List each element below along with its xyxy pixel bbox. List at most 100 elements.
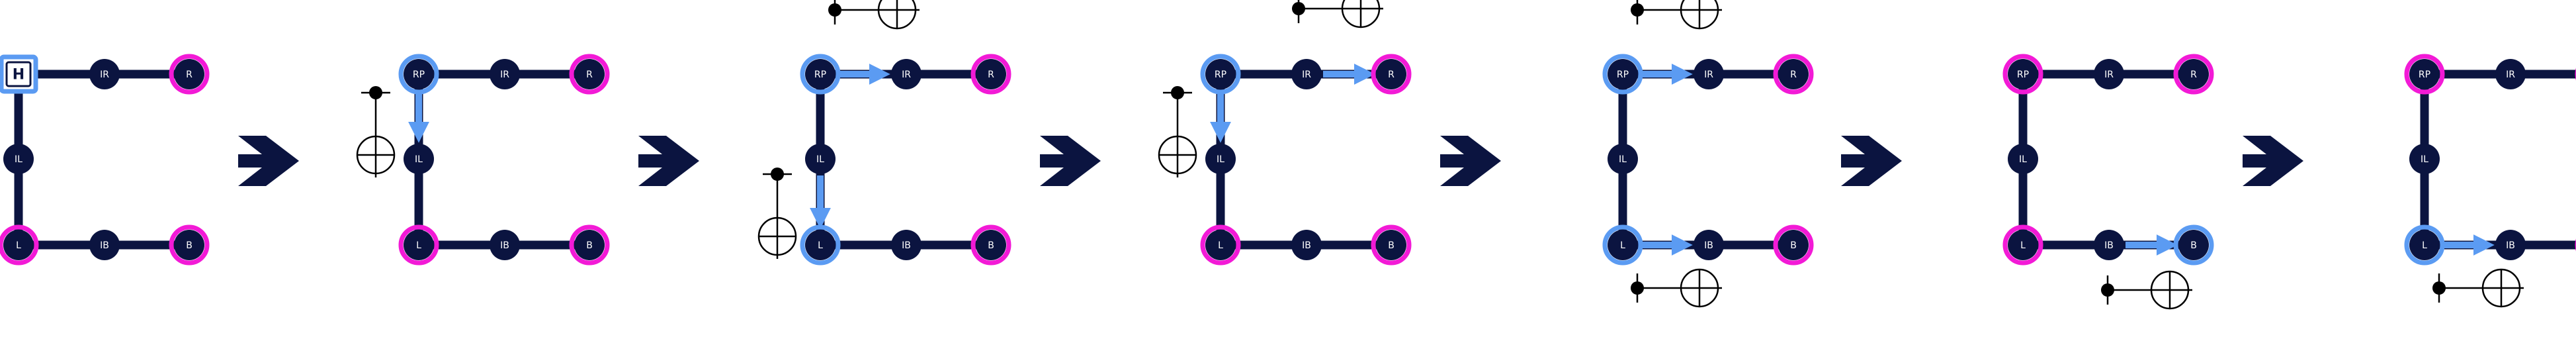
node-label-IR: IR xyxy=(1302,70,1311,80)
node-IB xyxy=(2495,230,2526,260)
node-R xyxy=(1778,59,1809,89)
node-IB xyxy=(490,230,520,260)
node-label-IL: IL xyxy=(2019,154,2027,165)
node-label-RP: RP xyxy=(2419,70,2430,80)
node-label-RP: RP xyxy=(413,70,425,80)
node-IL xyxy=(1608,144,1638,174)
node-L xyxy=(2409,230,2440,260)
node-label-IB: IB xyxy=(500,240,509,251)
node-IR xyxy=(2495,59,2526,89)
control-dot xyxy=(1292,2,1305,15)
node-label-IL: IL xyxy=(415,154,423,165)
h-gate-box xyxy=(5,61,32,87)
node-RP xyxy=(1608,59,1638,89)
node-R xyxy=(2178,59,2209,89)
chevron-right-icon xyxy=(2243,136,2303,186)
control-dot xyxy=(2432,281,2446,295)
node-RP xyxy=(805,59,836,89)
node-label-B: B xyxy=(1388,240,1395,251)
node-IL xyxy=(3,144,34,174)
node-label-B: B xyxy=(1790,240,1797,251)
node-label-IR: IR xyxy=(1704,70,1713,80)
control-dot xyxy=(1171,86,1184,99)
cnot-gate-bottom-right xyxy=(2101,270,2192,310)
cnot-gate-bottom-left xyxy=(1631,268,1722,308)
node-label-R: R xyxy=(1790,70,1797,80)
node-ring-L xyxy=(2002,224,2043,266)
node-RP xyxy=(2008,59,2038,89)
node-B xyxy=(574,230,605,260)
control-dot xyxy=(828,3,841,17)
node-IR xyxy=(490,59,520,89)
node-label-RP: RP xyxy=(814,70,826,80)
node-B xyxy=(976,230,1006,260)
node-label-L: L xyxy=(16,240,21,251)
node-IB xyxy=(1291,230,1322,260)
node-L xyxy=(2008,230,2038,260)
node-label-IB: IB xyxy=(902,240,911,251)
node-IB xyxy=(2094,230,2124,260)
node-IL xyxy=(1205,144,1236,174)
chevron-right-icon xyxy=(1440,136,1501,186)
chevron-right-icon xyxy=(1841,136,1902,186)
node-label-IL: IL xyxy=(15,154,22,165)
node-label-L: L xyxy=(2020,240,2026,251)
node-ring-L xyxy=(398,224,439,266)
node-label-R: R xyxy=(586,70,593,80)
node-L xyxy=(1205,230,1236,260)
node-ring-L xyxy=(0,224,39,266)
h-gate-label: H xyxy=(13,67,24,83)
node-label-IB: IB xyxy=(100,240,109,251)
node-label-L: L xyxy=(818,240,823,251)
node-label-IR: IR xyxy=(902,70,911,80)
chevron-right-icon xyxy=(238,136,299,186)
node-ring-B xyxy=(1773,224,1814,266)
node-IL xyxy=(2409,144,2440,174)
control-dot xyxy=(369,86,382,99)
node-IR xyxy=(1694,59,1724,89)
node-B xyxy=(1778,230,1809,260)
node-ring-R xyxy=(169,54,210,95)
cnot-gate-bottom-left xyxy=(2432,268,2524,308)
node-label-IB: IB xyxy=(2506,240,2515,251)
node-label-IB: IB xyxy=(2104,240,2114,251)
node-ring-B xyxy=(1371,224,1412,266)
node-label-L: L xyxy=(2422,240,2427,251)
node-B xyxy=(174,230,204,260)
node-ring-R xyxy=(1773,54,1814,95)
node-ring-B xyxy=(970,224,1011,266)
control-dot xyxy=(1631,3,1644,17)
cnot-gate-left-mid xyxy=(1158,86,1197,177)
chevron-right-icon xyxy=(1040,136,1101,186)
control-dot xyxy=(2101,283,2114,297)
node-label-IR: IR xyxy=(2506,70,2515,80)
node-label-R: R xyxy=(988,70,994,80)
node-ring-R xyxy=(569,54,610,95)
node-ring-R xyxy=(970,54,1011,95)
node-label-IL: IL xyxy=(1619,154,1627,165)
node-label-IR: IR xyxy=(500,70,509,80)
node-IR xyxy=(1291,59,1322,89)
node-IR xyxy=(89,59,120,89)
node-label-L: L xyxy=(416,240,421,251)
control-dot xyxy=(1631,281,1644,295)
node-ring-RP xyxy=(800,54,841,95)
node-R xyxy=(1376,59,1406,89)
node-label-B: B xyxy=(988,240,994,251)
node-IB xyxy=(89,230,120,260)
node-label-L: L xyxy=(1218,240,1223,251)
node-R xyxy=(574,59,605,89)
node-label-R: R xyxy=(2190,70,2197,80)
node-B xyxy=(1376,230,1406,260)
node-RP xyxy=(1205,59,1236,89)
node-ring-RP xyxy=(1602,54,1643,95)
node-L xyxy=(404,230,434,260)
node-ring-B xyxy=(169,224,210,266)
node-IR xyxy=(891,59,922,89)
